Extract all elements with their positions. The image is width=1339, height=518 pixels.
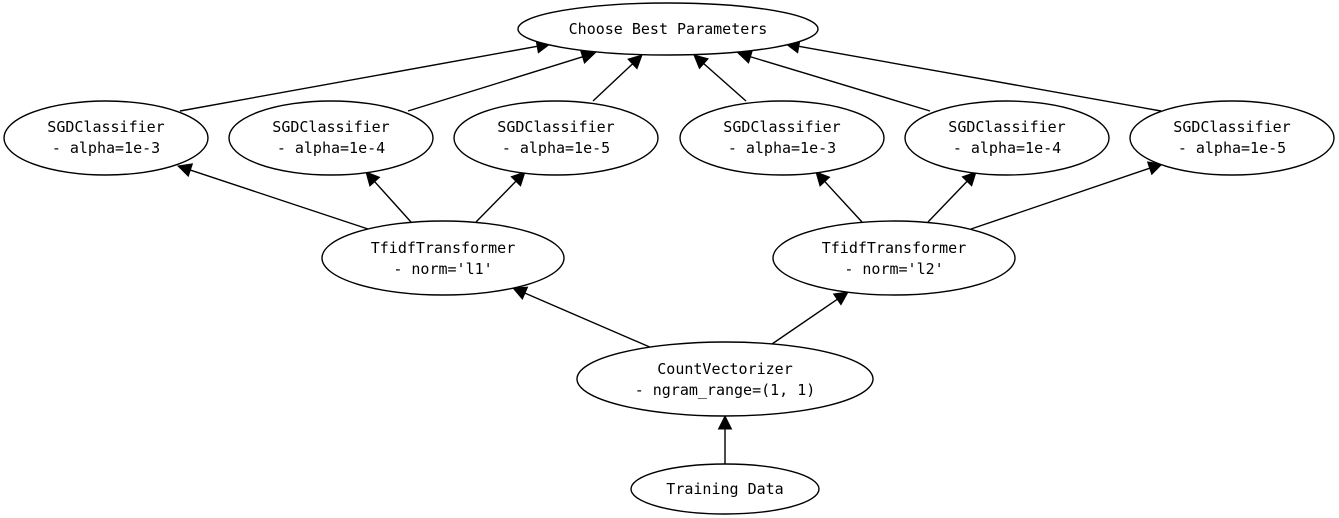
- edge-line: [771, 298, 838, 345]
- arrowhead-icon: [511, 286, 529, 301]
- node-label-line: - alpha=1e-5: [1178, 139, 1286, 157]
- arrowhead-icon: [510, 171, 526, 187]
- edge-line: [927, 180, 968, 223]
- node-label-line: - ngram_range=(1, 1): [635, 381, 816, 399]
- edge-tfidf_l2-to-sgd_6: [970, 161, 1164, 230]
- edge-line: [592, 63, 634, 102]
- node-label-line: TfidfTransformer: [822, 239, 967, 257]
- edge-sgd_3-to-choose_best: [592, 54, 643, 102]
- arrowhead-icon: [627, 54, 643, 70]
- edge-sgd_6-to-choose_best: [784, 39, 1162, 112]
- arrowhead-icon: [579, 50, 597, 64]
- node-count-vectorizer: CountVectorizer - ngram_range=(1, 1): [576, 341, 874, 417]
- edge-sgd_1-to-choose_best: [179, 39, 552, 112]
- node-label-line: - alpha=1e-3: [728, 139, 836, 157]
- edge-line: [703, 63, 747, 102]
- node-label-line: - alpha=1e-4: [277, 139, 385, 157]
- node-choose-best: Choose Best Parameters: [517, 2, 819, 56]
- node-sgd-classifier: SGDClassifier - alpha=1e-5: [1129, 100, 1335, 176]
- node-label-line: SGDClassifier: [723, 118, 840, 136]
- edge-line: [524, 292, 653, 349]
- arrowhead-icon: [717, 414, 733, 430]
- node-label-line: Choose Best Parameters: [569, 20, 768, 38]
- node-tfidf-transformer: TfidfTransformer - norm='l1': [321, 220, 565, 296]
- edge-line: [190, 169, 369, 230]
- edge-tfidf_l2-to-sgd_5: [927, 171, 977, 223]
- node-sgd-classifier: SGDClassifier - alpha=1e-3: [679, 100, 885, 176]
- node-label-line: SGDClassifier: [47, 118, 164, 136]
- edges-layer: [176, 39, 1164, 464]
- arrowhead-icon: [832, 291, 849, 306]
- edge-line: [407, 56, 583, 112]
- node-label-line: - alpha=1e-5: [502, 139, 610, 157]
- edge-count_vec-to-tfidf_l1: [511, 286, 653, 349]
- edge-line: [750, 56, 931, 112]
- edge-line: [179, 45, 538, 112]
- arrowhead-icon: [693, 54, 709, 70]
- arrowhead-icon: [961, 171, 977, 187]
- edge-tfidf_l1-to-sgd_2: [365, 171, 412, 223]
- arrowhead-icon: [1146, 161, 1164, 176]
- edge-training_data-to-count_vec: [717, 414, 733, 464]
- node-label-line: CountVectorizer: [657, 360, 792, 378]
- node-sgd-classifier: SGDClassifier - alpha=1e-4: [228, 100, 434, 176]
- node-label-line: SGDClassifier: [948, 118, 1065, 136]
- edge-line: [970, 167, 1150, 230]
- node-label-line: - alpha=1e-4: [953, 139, 1061, 157]
- node-sgd-classifier: SGDClassifier - alpha=1e-4: [904, 100, 1110, 176]
- edge-line: [798, 45, 1162, 112]
- node-label-line: Training Data: [666, 480, 783, 498]
- node-sgd-classifier: SGDClassifier - alpha=1e-3: [3, 100, 209, 176]
- arrowhead-icon: [365, 171, 381, 187]
- node-label-line: - norm='l1': [393, 260, 492, 278]
- node-label-line: SGDClassifier: [272, 118, 389, 136]
- node-tfidf-transformer: TfidfTransformer - norm='l2': [772, 220, 1016, 296]
- node-label-line: SGDClassifier: [1173, 118, 1290, 136]
- arrowhead-icon: [815, 171, 831, 187]
- node-label-line: SGDClassifier: [497, 118, 614, 136]
- edge-line: [824, 181, 863, 223]
- node-label-line: - norm='l2': [844, 260, 943, 278]
- edge-tfidf_l2-to-sgd_4: [815, 171, 863, 223]
- edge-tfidf_l1-to-sgd_3: [475, 171, 526, 223]
- node-label-line: - alpha=1e-3: [52, 139, 160, 157]
- node-sgd-classifier: SGDClassifier - alpha=1e-5: [453, 100, 659, 176]
- node-training-data: Training Data: [630, 463, 820, 515]
- arrowhead-icon: [176, 163, 194, 178]
- edge-count_vec-to-tfidf_l2: [771, 291, 849, 345]
- edge-line: [374, 181, 412, 223]
- edge-sgd_4-to-choose_best: [693, 54, 747, 102]
- edge-tfidf_l1-to-sgd_1: [176, 163, 369, 230]
- node-label-line: TfidfTransformer: [371, 239, 516, 257]
- edge-line: [475, 180, 517, 223]
- edge-sgd_2-to-choose_best: [407, 50, 597, 112]
